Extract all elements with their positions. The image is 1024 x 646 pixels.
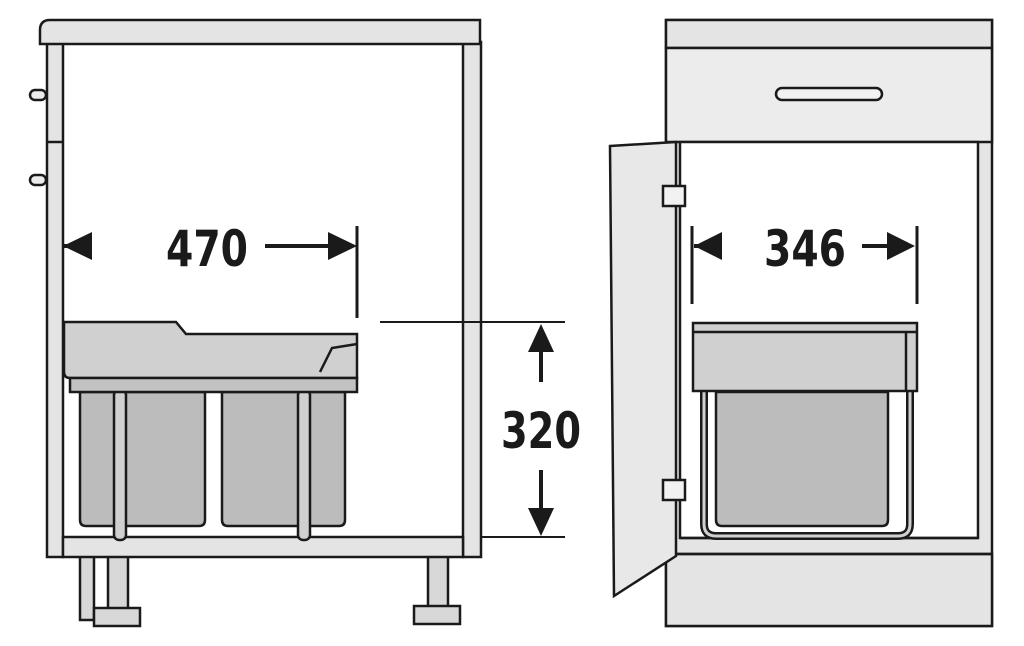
hinge-bottom	[661, 478, 687, 502]
left-leg-2	[106, 553, 130, 617]
bottom-shelf	[61, 535, 465, 559]
height-label: 320	[501, 402, 581, 460]
width-label-left: 470	[166, 220, 248, 278]
left-cabinet	[28, 18, 483, 628]
left-bin-rail	[68, 376, 359, 394]
width-dimension-left: 470	[63, 220, 359, 318]
left-bin-lid	[62, 320, 359, 380]
left-bin-2	[220, 390, 347, 528]
left-side-panel	[45, 40, 65, 559]
rod-1	[112, 388, 128, 542]
left-leg-foot-2	[412, 604, 462, 626]
knob-bottom	[28, 173, 48, 187]
countertop	[38, 18, 482, 46]
left-bin-assembly	[62, 320, 359, 542]
right-plinth	[664, 552, 994, 628]
width-dimension-right: 346	[690, 220, 919, 304]
right-bin	[714, 390, 890, 528]
drawer-handle	[774, 86, 884, 102]
right-bin-assembly	[691, 321, 919, 540]
knob-top	[28, 88, 48, 102]
left-leg-1	[78, 553, 96, 622]
right-side-panel	[461, 40, 483, 559]
height-dimension: 320	[380, 321, 581, 538]
open-door	[608, 140, 678, 599]
rod-2	[296, 388, 312, 542]
left-bin-1	[78, 390, 207, 528]
right-countertop	[664, 18, 994, 50]
right-bin-lid	[691, 321, 919, 393]
left-leg-3	[426, 553, 450, 612]
width-label-right: 346	[764, 220, 846, 278]
hinge-top	[661, 184, 687, 208]
left-leg-foot-1	[92, 606, 142, 628]
